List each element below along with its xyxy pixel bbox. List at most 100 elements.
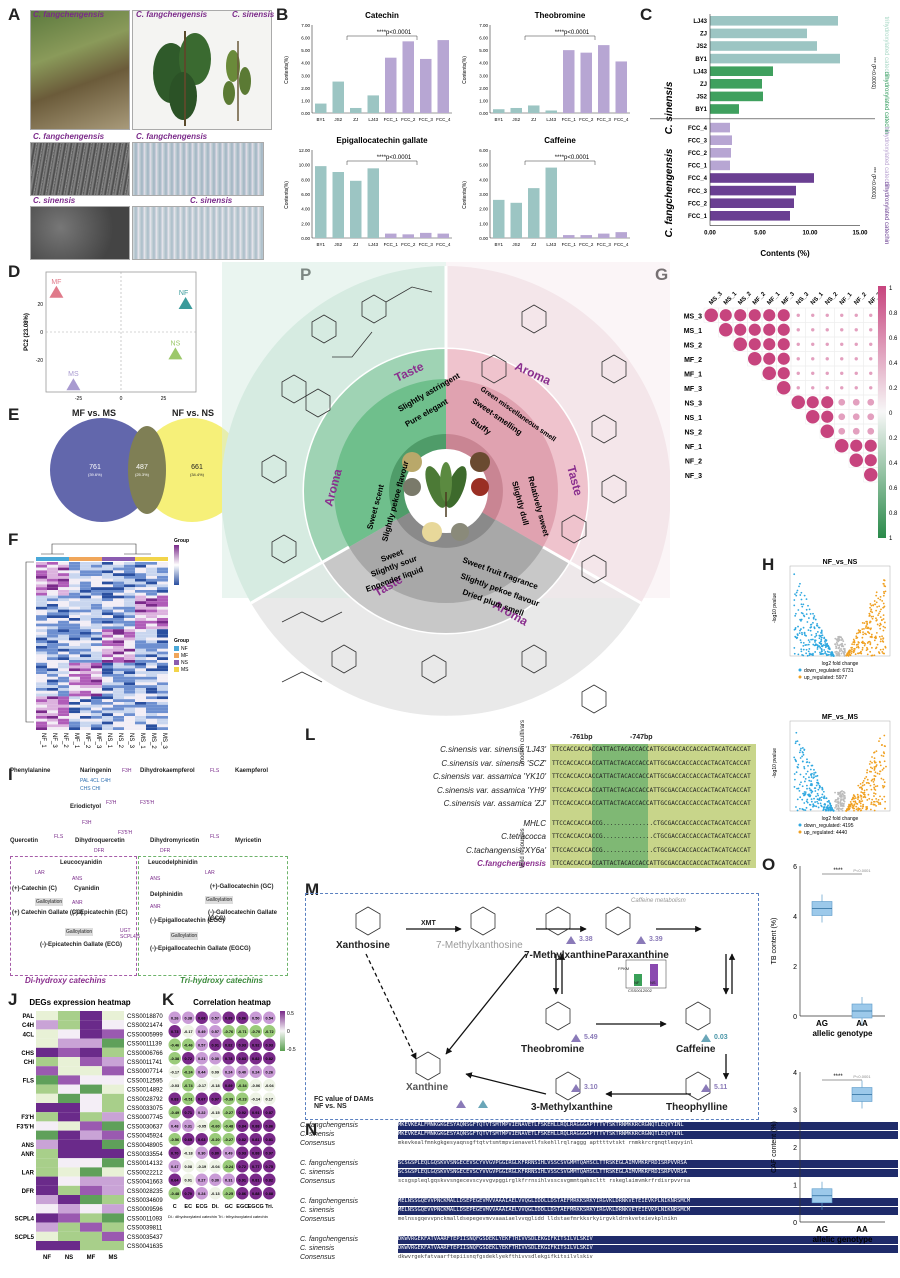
volcano-point	[805, 773, 808, 775]
heat-cell	[69, 570, 80, 574]
k-dot	[209, 1092, 222, 1105]
o-ytick: 4	[793, 1070, 797, 1077]
k-dot	[209, 1052, 222, 1065]
alignment-species: C.sinensis var. sinensis 'SCZ'	[441, 758, 546, 768]
heat-cell	[47, 606, 58, 610]
volcano-point-ns	[837, 804, 840, 807]
j-cell	[36, 1195, 58, 1205]
heat-cell	[91, 674, 102, 677]
j-cell	[80, 1241, 102, 1251]
heat-cell	[91, 648, 102, 652]
volcano-point	[870, 803, 873, 806]
heat-cell	[135, 707, 146, 711]
bchart-xtick: LJ43	[546, 242, 556, 247]
k-value: 0.30	[212, 1178, 219, 1182]
volcano-point	[794, 742, 797, 745]
heat-cell	[69, 584, 80, 588]
volcano-point	[861, 640, 864, 643]
j-cell	[102, 1029, 124, 1039]
k-dot	[236, 1038, 249, 1051]
group-bar	[69, 557, 80, 561]
pca-ytick: -20	[36, 358, 43, 364]
node-phenylalanine: Phenylalanine	[10, 768, 51, 774]
o-sig: ****	[833, 1074, 843, 1080]
heat-cell	[124, 643, 135, 646]
g-dot	[777, 323, 790, 336]
heat-cell	[36, 581, 47, 585]
k-value: -0.04	[265, 1084, 275, 1088]
heat-cell	[91, 570, 102, 574]
volcano-point	[815, 643, 817, 645]
heat-cell	[36, 595, 47, 599]
heat-cell	[36, 618, 47, 621]
g-scale-tick: 1	[889, 536, 893, 542]
volcano-point	[800, 591, 803, 594]
heat-cell	[69, 674, 80, 677]
heat-cell	[146, 629, 157, 632]
heat-cell	[135, 634, 146, 638]
volcano-point	[863, 783, 866, 786]
volcano-point	[860, 791, 863, 794]
volcano-point	[877, 803, 880, 805]
volcano-point	[811, 638, 814, 641]
volcano-point	[798, 783, 801, 786]
alignment-seq: TTCCACCACCACCATTACTACACCACCATTGCGACCACCA…	[552, 746, 751, 753]
bchart-xtick: BY1	[494, 117, 503, 122]
heat-cell	[113, 601, 124, 604]
j-cell	[36, 1066, 58, 1076]
heat-cell	[157, 623, 168, 627]
volcano-point	[810, 634, 813, 636]
g-col-label: MS_2	[737, 291, 753, 307]
heat-cell	[80, 626, 91, 630]
volcano-point	[807, 639, 810, 642]
volcano-point	[819, 651, 821, 654]
volcano-point	[857, 646, 860, 649]
volcano-point	[864, 632, 866, 635]
volcano-point	[795, 731, 798, 734]
k-value: -0.17	[197, 1084, 206, 1088]
k-value: 0.88	[252, 1124, 259, 1128]
heat-cell	[36, 707, 47, 711]
k-value: 0.50	[252, 1016, 259, 1020]
heat-cell	[80, 718, 91, 722]
n-sequence: DKWVRGEKFATVAARFTEPIISNQFGSDEKLYEKFTHIVV…	[398, 1245, 898, 1253]
heat-cell	[135, 643, 146, 646]
volcano-point	[852, 807, 855, 810]
heat-cell	[91, 702, 102, 705]
volcano-point	[796, 633, 799, 636]
group-legend-text-1: MF	[181, 653, 188, 659]
j-cell	[80, 1222, 102, 1232]
bchart-title-1: Theobromine	[535, 11, 586, 20]
volcano-point	[867, 781, 869, 784]
volcano-point	[873, 767, 876, 770]
pca-point-MS	[66, 378, 81, 391]
pos-747: -747bp	[630, 734, 653, 741]
heat-cell	[113, 727, 124, 730]
g-dot	[820, 424, 834, 438]
volcano-ylabel: -log10 pvalue	[772, 593, 778, 623]
volcano-point-ns	[835, 638, 838, 641]
volcano-point	[808, 654, 811, 656]
heat-cell	[146, 668, 157, 672]
j-enz-label: PAL	[22, 1014, 34, 1020]
heat-cell	[157, 637, 168, 641]
heat-cell	[102, 679, 113, 683]
heat-cell	[102, 702, 113, 705]
heat-cell	[80, 562, 91, 565]
heat-cell	[47, 688, 58, 691]
heat-cell	[91, 696, 102, 700]
g-dot	[838, 413, 846, 421]
heat-col-label: NS_1	[106, 733, 112, 749]
volcano-point	[797, 763, 800, 766]
volcano-point	[818, 798, 821, 801]
hbar-8	[710, 122, 730, 133]
bar-charts-b: CatechinContents(%)0.001.002.003.004.005…	[284, 11, 630, 247]
heat-cell	[91, 727, 102, 730]
k-value: 0.24	[252, 1070, 260, 1074]
heat-cell	[69, 564, 80, 568]
volcano-point	[795, 594, 798, 597]
heat-cell	[36, 702, 47, 705]
heat-cell	[80, 632, 91, 635]
volcano-point	[814, 771, 817, 774]
heat-cell	[69, 590, 80, 593]
